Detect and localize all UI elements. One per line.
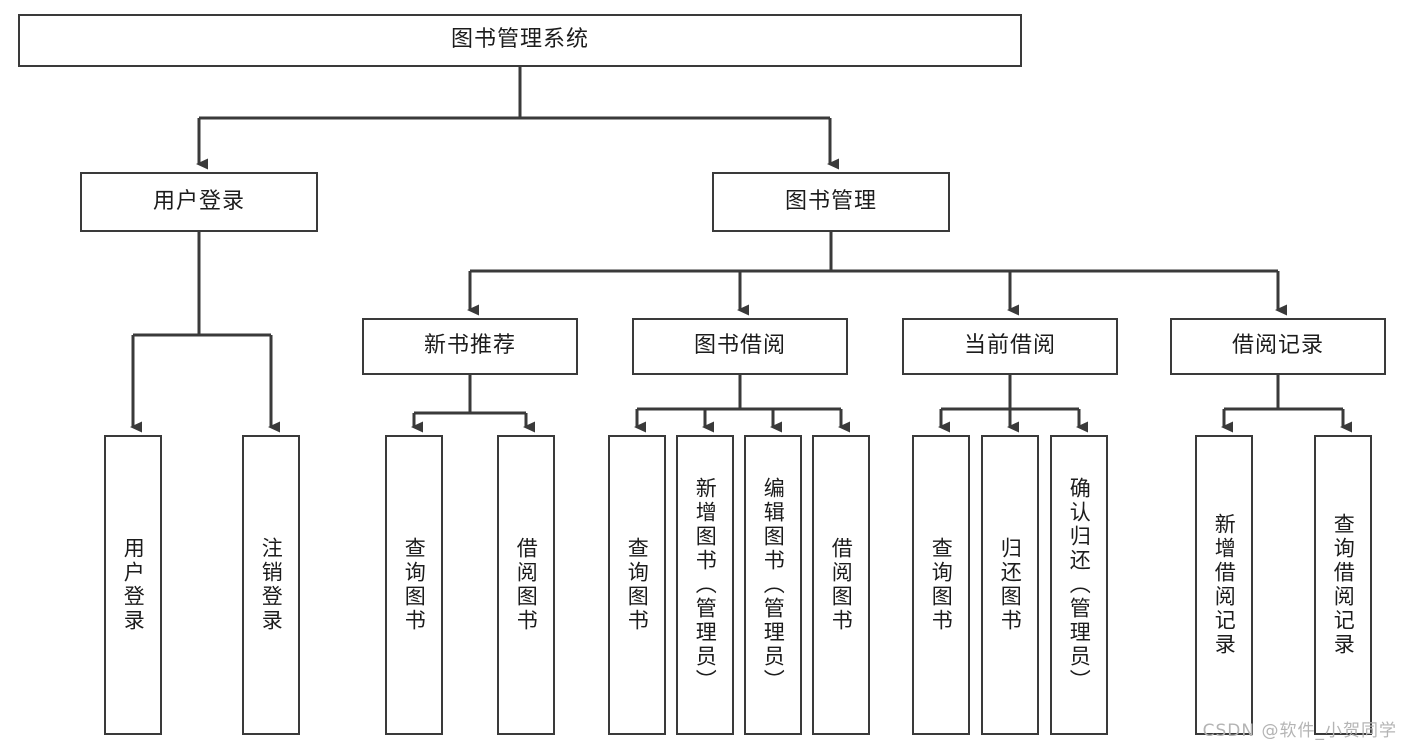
leaf-recommend-borrow-book[interactable]: 借阅图书	[497, 435, 555, 735]
node-user-login[interactable]: 用户登录	[80, 172, 318, 232]
node-label: 查询借阅记录	[1331, 513, 1356, 657]
node-label: 借阅图书	[514, 537, 539, 633]
leaf-borrow-query-book[interactable]: 查询图书	[608, 435, 666, 735]
leaf-current-return-book[interactable]: 归还图书	[981, 435, 1039, 735]
node-label: 借阅记录	[1231, 333, 1324, 359]
node-borrow-record[interactable]: 借阅记录	[1170, 318, 1386, 375]
leaf-borrow-borrow-book[interactable]: 借阅图书	[812, 435, 870, 735]
leaf-logout[interactable]: 注销登录	[242, 435, 300, 735]
leaf-record-add-borrow-record[interactable]: 新增借阅记录	[1195, 435, 1253, 735]
node-label: 编辑图书（管理员）	[761, 477, 786, 693]
node-label: 新书推荐	[423, 333, 516, 359]
node-label: 用户登录	[152, 188, 245, 214]
leaf-borrow-edit-book-admin[interactable]: 编辑图书（管理员）	[744, 435, 802, 735]
node-book-management[interactable]: 图书管理	[712, 172, 950, 232]
csdn-watermark: CSDN @软件_小贺同学	[1202, 721, 1397, 741]
node-label: 归还图书	[998, 537, 1023, 633]
node-root-book-management-system[interactable]: 图书管理系统	[18, 14, 1022, 67]
leaf-record-query-borrow-record[interactable]: 查询借阅记录	[1314, 435, 1372, 735]
node-label: 图书借阅	[693, 333, 786, 359]
node-label: 新增借阅记录	[1212, 513, 1237, 657]
leaf-user-login[interactable]: 用户登录	[104, 435, 162, 735]
node-label: 查询图书	[929, 537, 954, 633]
node-book-borrow[interactable]: 图书借阅	[632, 318, 848, 375]
node-label: 查询图书	[625, 537, 650, 633]
leaf-current-query-book[interactable]: 查询图书	[912, 435, 970, 735]
node-new-book-recommend[interactable]: 新书推荐	[362, 318, 578, 375]
leaf-recommend-query-book[interactable]: 查询图书	[385, 435, 443, 735]
node-label: 图书管理	[784, 188, 877, 214]
node-label: 用户登录	[121, 537, 146, 633]
node-label: 当前借阅	[963, 333, 1056, 359]
node-label: 图书管理系统	[450, 27, 589, 53]
node-label: 查询图书	[402, 537, 427, 633]
leaf-borrow-add-book-admin[interactable]: 新增图书（管理员）	[676, 435, 734, 735]
node-current-borrow[interactable]: 当前借阅	[902, 318, 1118, 375]
node-label: 注销登录	[259, 537, 284, 633]
leaf-current-confirm-return-admin[interactable]: 确认归还（管理员）	[1050, 435, 1108, 735]
node-label: 借阅图书	[829, 537, 854, 633]
node-label: 确认归还（管理员）	[1067, 477, 1092, 693]
node-label: 新增图书（管理员）	[693, 477, 718, 693]
